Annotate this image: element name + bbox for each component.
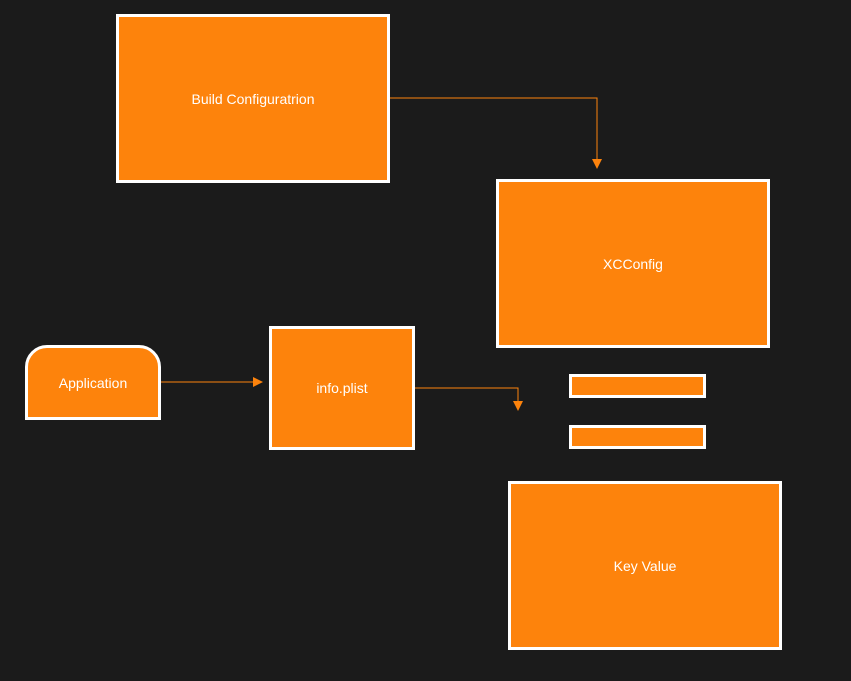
key-value-label: Key Value bbox=[613, 557, 677, 574]
xcconfig-node[interactable]: XCConfig bbox=[496, 179, 770, 348]
info-plist-label: info.plist bbox=[316, 380, 368, 396]
key-value-node[interactable]: Key Value bbox=[508, 481, 782, 650]
xcconfig-label: XCConfig bbox=[603, 255, 663, 272]
application-label: Application bbox=[58, 374, 128, 391]
build-configuration-label: Build Configuratrion bbox=[191, 90, 315, 107]
connector-plist-to-key-value bbox=[415, 387, 523, 411]
info-plist-node[interactable]: info.plist bbox=[269, 326, 415, 450]
application-node[interactable]: Application bbox=[25, 345, 161, 420]
connector-build-to-xcconfig bbox=[390, 97, 602, 169]
build-configuration-node[interactable]: Build Configuratrion bbox=[116, 14, 390, 183]
key-value-row-bar[interactable] bbox=[569, 425, 706, 449]
key-value-row-bar[interactable] bbox=[569, 374, 706, 398]
